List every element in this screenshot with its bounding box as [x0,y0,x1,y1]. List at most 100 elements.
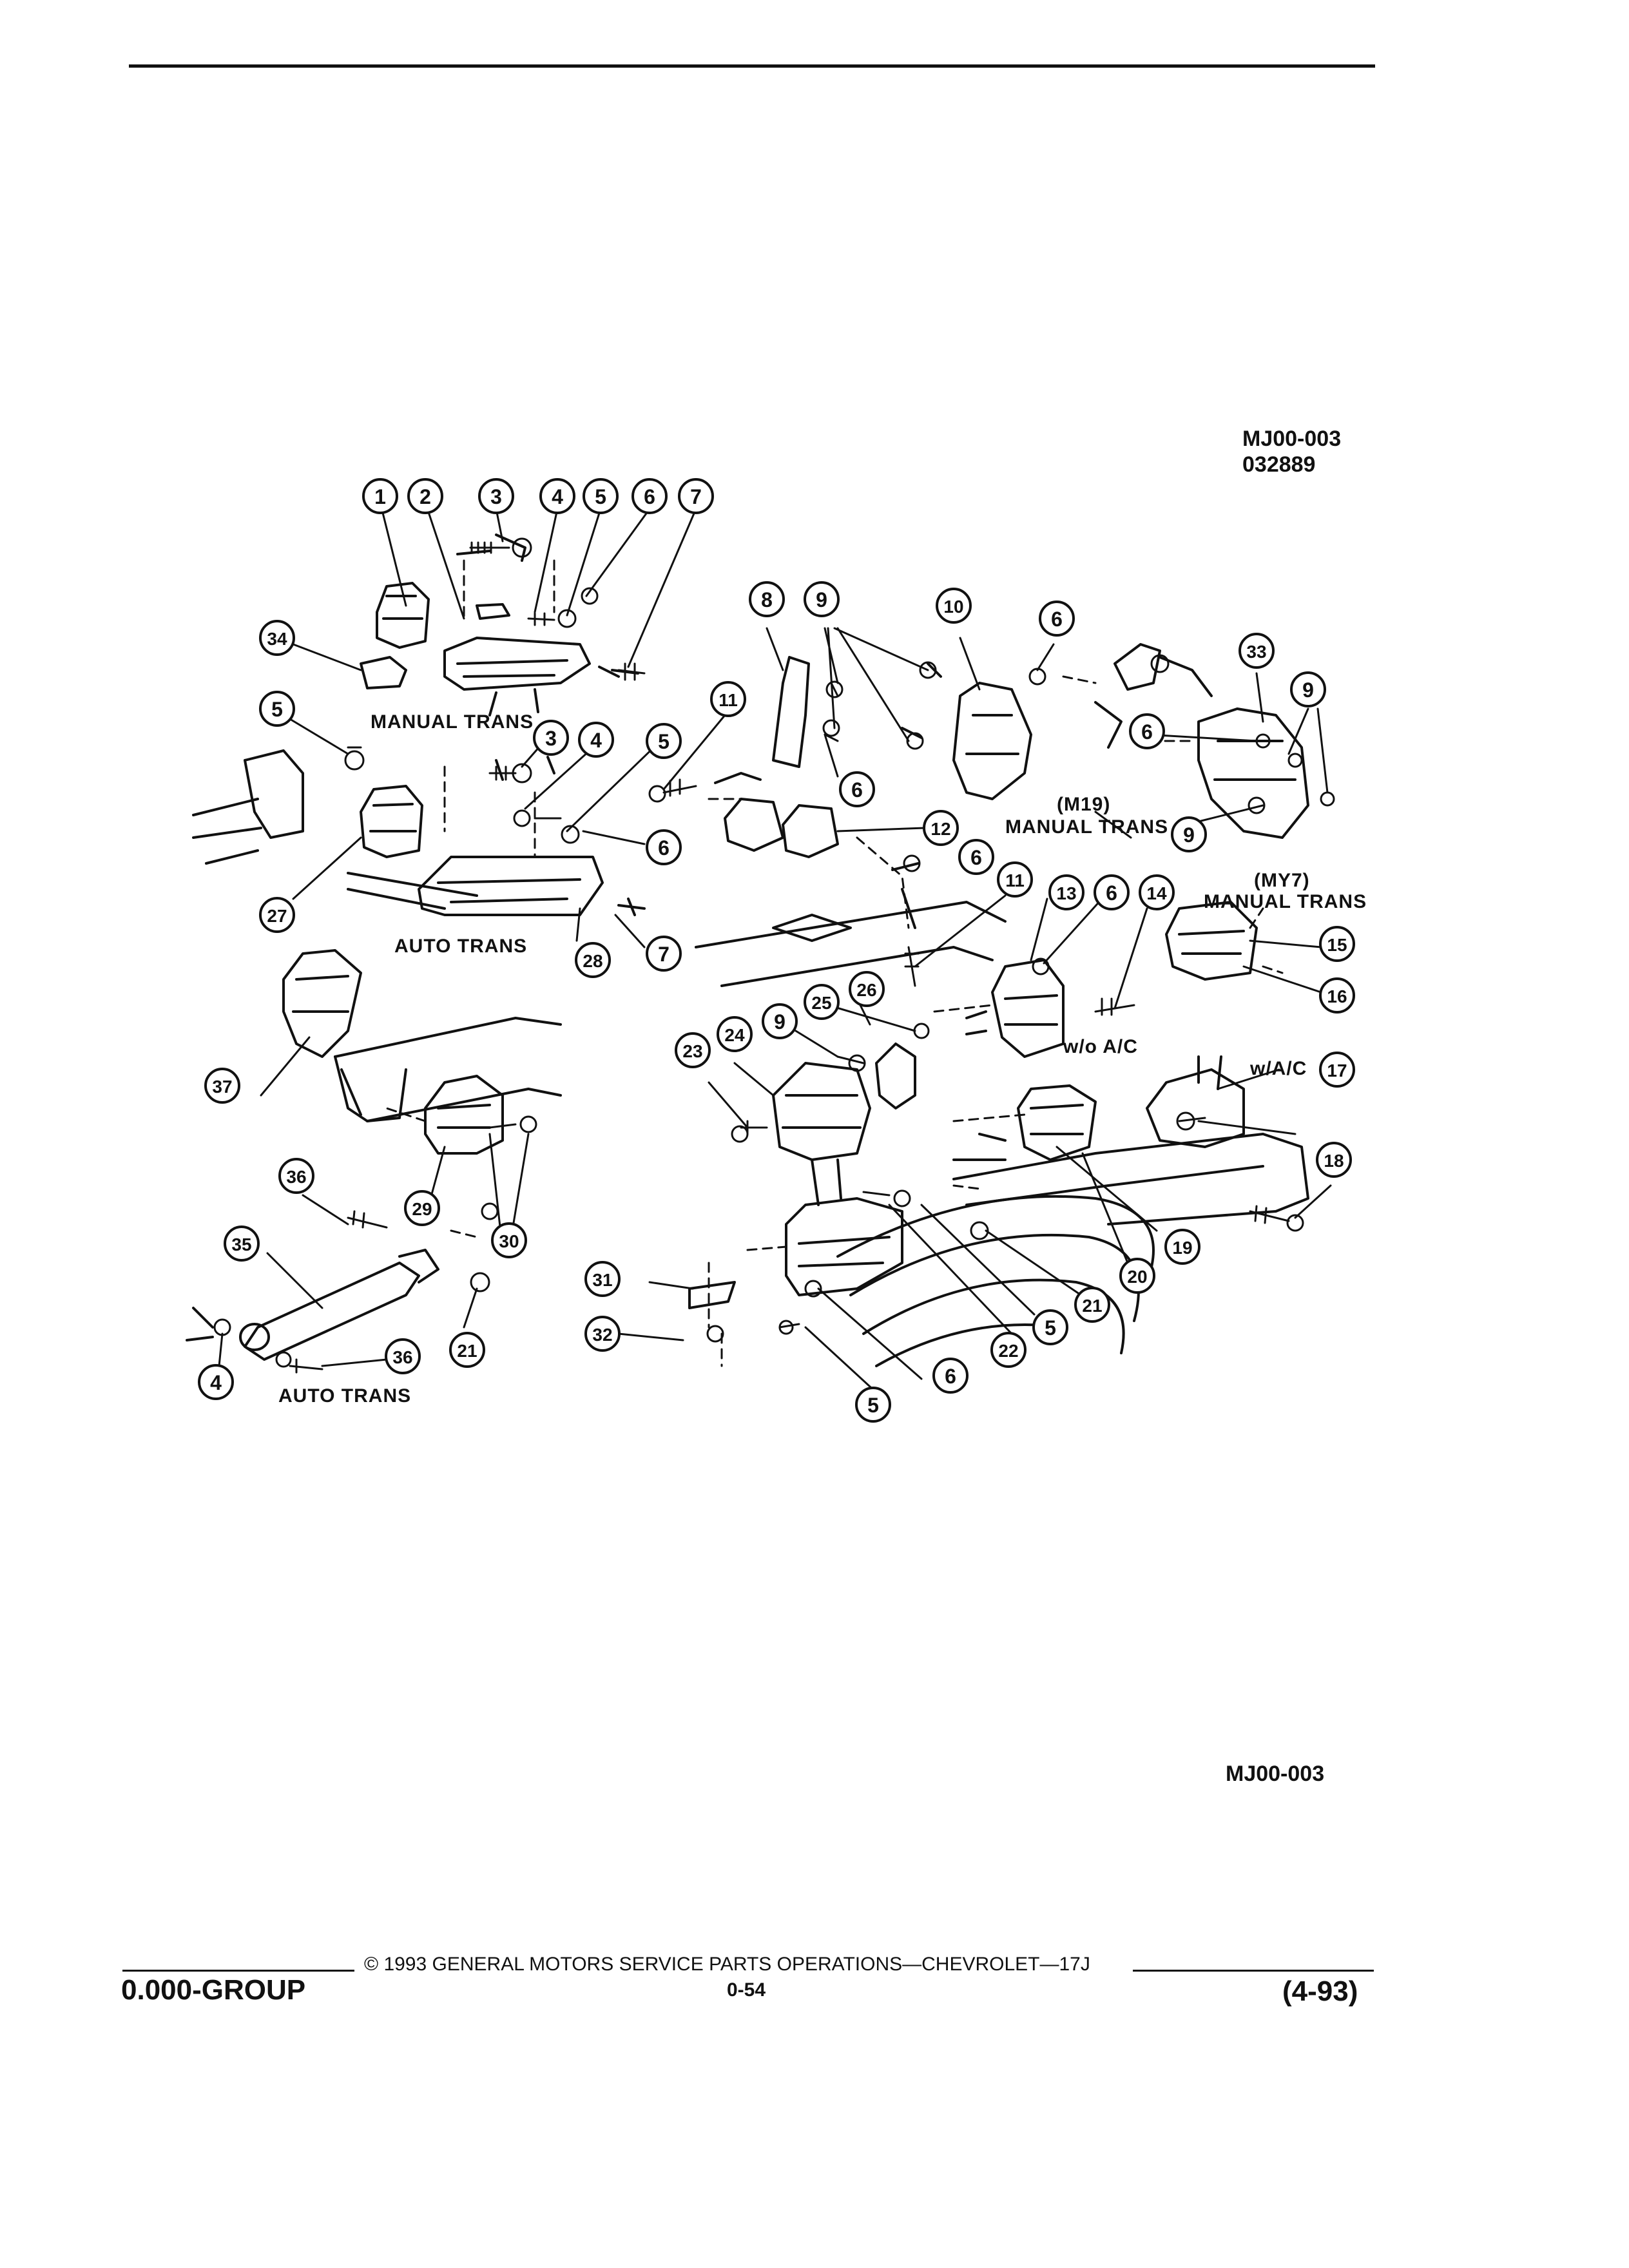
callout-number: 11 [718,690,738,710]
callout-24: 24 [717,1016,753,1052]
callout-number: 8 [761,588,773,611]
callout-4b: 4 [578,722,614,758]
callout-22: 22 [990,1332,1027,1368]
callout-18: 18 [1316,1142,1352,1178]
callout-number: 31 [592,1270,612,1290]
label-manual-trans-m19: MANUAL TRANS [1005,816,1169,838]
callout-6c: 6 [1039,601,1075,637]
callout-number: 5 [271,698,283,721]
callout-number: 26 [856,980,876,1000]
callout-number: 6 [644,485,655,508]
label-with-ac: w/A/C [1250,1058,1307,1079]
callout-9b: 9 [1290,671,1326,707]
callout-36b: 36 [385,1338,421,1374]
callout-4: 4 [539,478,575,514]
callout-5d: 5 [1032,1309,1068,1345]
callout-number: 6 [1106,881,1117,905]
callout-7: 7 [678,478,714,514]
callout-3: 3 [478,478,514,514]
callout-37: 37 [204,1068,240,1104]
callout-number: 30 [499,1231,519,1251]
label-auto-trans-left: AUTO TRANS [394,936,528,957]
callout-10: 10 [936,588,972,624]
wo-ac-mount-bracket [965,959,1065,1058]
callout-6e: 6 [958,839,994,875]
label-manual-trans-top: MANUAL TRANS [371,711,534,733]
footer-page-number: 0-54 [727,1979,766,2001]
callout-number: 15 [1327,935,1347,955]
callout-15: 15 [1319,926,1355,962]
callout-5b: 5 [259,691,295,727]
callout-number: 7 [658,943,670,966]
engine-mount-insulator [772,1062,871,1161]
callout-16: 16 [1319,977,1355,1014]
callout-7b: 7 [646,936,682,972]
callout-number: 3 [490,485,502,508]
m19-mount-bracket [714,656,1032,858]
callout-number: 5 [867,1394,879,1417]
callout-number: 12 [930,819,950,839]
callout-number: 5 [595,485,606,508]
callout-number: 22 [998,1341,1018,1361]
callout-27: 27 [259,897,295,933]
callout-6: 6 [631,478,668,514]
callout-number: 9 [774,1010,786,1033]
lower-mount-insulator [952,1084,1097,1161]
callout-number: 7 [690,485,702,508]
callout-number: 3 [545,727,557,750]
callout-5: 5 [583,478,619,514]
torque-strut-35 [186,1249,439,1361]
callout-number: 25 [811,993,831,1013]
label-my7: (MY7) [1254,870,1310,891]
manual-trans-mount-assembly [360,533,639,716]
callout-number: 19 [1172,1238,1192,1258]
callout-number: 4 [552,485,563,508]
callout-6g: 6 [1094,874,1130,910]
callout-36: 36 [278,1158,314,1194]
callout-number: 6 [945,1365,956,1388]
bolts [213,537,1335,1374]
callout-number: 23 [682,1041,702,1061]
callout-number: 35 [231,1235,251,1254]
callout-number: 6 [970,846,982,869]
callout-33: 33 [1239,633,1275,669]
footer-rule-right [1133,1970,1374,1972]
callout-12: 12 [923,810,959,846]
callout-6h: 6 [932,1358,969,1394]
callout-number: 4 [210,1371,222,1394]
callout-21b: 21 [449,1332,485,1368]
callout-23: 23 [675,1032,711,1068]
callout-13: 13 [1048,874,1084,910]
callout-number: 18 [1324,1151,1344,1171]
w-ac-mount-bracket [1146,901,1258,1148]
callout-number: 21 [1082,1296,1102,1316]
callout-11b: 11 [997,861,1033,898]
callout-number: 16 [1327,986,1347,1006]
label-m19: (M19) [1057,794,1111,815]
frame-rail-lower-left [334,1017,562,1122]
callout-number: 29 [412,1199,432,1219]
callout-number: 9 [1302,678,1314,702]
callout-number: 27 [267,906,287,926]
mount-bracket-25 [875,1043,916,1110]
callout-number: 6 [658,836,670,860]
callout-number: 21 [457,1341,477,1361]
callout-number: 6 [1141,720,1153,744]
callout-8: 8 [749,581,785,617]
callout-number: 5 [1045,1316,1056,1340]
callout-20: 20 [1119,1258,1155,1294]
footer-copyright: © 1993 GENERAL MOTORS SERVICE PARTS OPER… [364,1954,1090,1975]
figure-date-code: 032889 [1242,452,1316,477]
callout-35: 35 [224,1225,260,1262]
callout-number: 36 [286,1167,306,1187]
mount-29 [424,1075,504,1155]
footer-date: (4-93) [1282,1975,1358,2007]
callouts: 1 2 3 4 5 6 7 34 5 3 4 5 6 27 28 7 8 9 1… [198,478,1355,1423]
figure-code-top: MJ00-003 [1242,427,1342,451]
callout-number: 13 [1056,883,1076,903]
callout-11: 11 [710,681,746,717]
footer-rule-left [122,1970,354,1972]
callout-3b: 3 [533,720,569,756]
callout-21: 21 [1074,1287,1110,1323]
callout-14: 14 [1139,874,1175,910]
